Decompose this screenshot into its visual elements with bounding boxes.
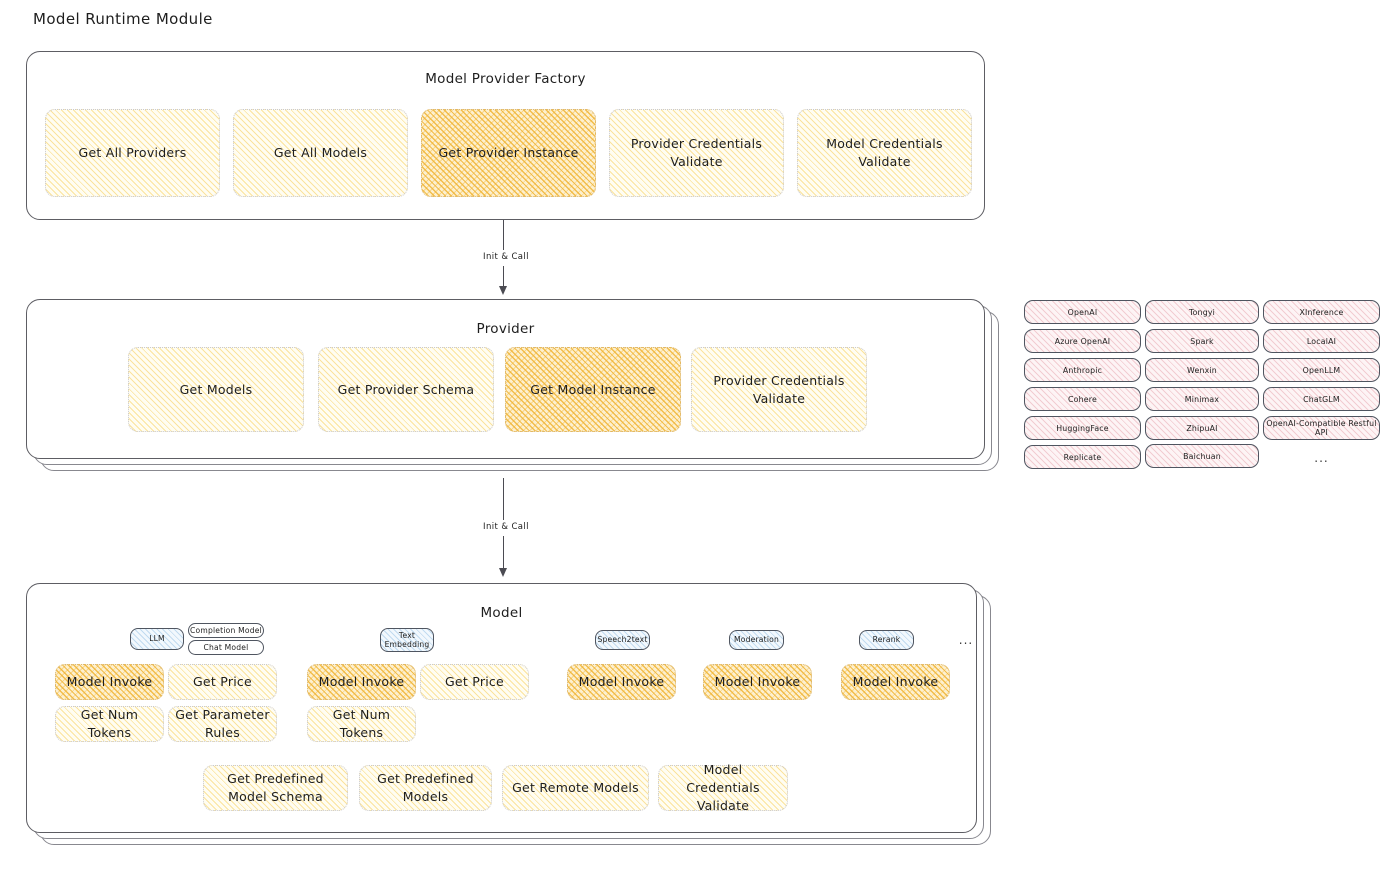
arrow-head-1 — [499, 286, 507, 295]
arrow-factory-to-provider: Init & Call — [467, 220, 545, 296]
arrow-label-init-call-1: Init & Call — [467, 251, 545, 263]
section-title-model: Model — [480, 605, 523, 621]
provider-chip-huggingface[interactable]: HuggingFace — [1024, 416, 1141, 440]
provider-chip-cohere[interactable]: Cohere — [1024, 387, 1141, 411]
badge-moderation[interactable]: Moderation — [729, 630, 784, 650]
node-get-provider-schema[interactable]: Get Provider Schema — [318, 347, 494, 432]
section-title-factory: Model Provider Factory — [425, 71, 586, 87]
badge-chat-model[interactable]: Chat Model — [188, 640, 264, 655]
provider-chip-anthropic[interactable]: Anthropic — [1024, 358, 1141, 382]
page-title: Model Runtime Module — [33, 10, 213, 28]
node-model-credentials-validate[interactable]: Model Credentials Validate — [797, 109, 972, 197]
node-get-models[interactable]: Get Models — [128, 347, 304, 432]
provider-chip-localai[interactable]: LocalAI — [1263, 329, 1380, 353]
node-rerank-model-invoke[interactable]: Model Invoke — [841, 664, 950, 700]
provider-chip-chatglm[interactable]: ChatGLM — [1263, 387, 1380, 411]
node-get-model-instance[interactable]: Get Model Instance — [505, 347, 681, 432]
badge-llm[interactable]: LLM — [130, 628, 184, 650]
node-provider-credentials-validate-2[interactable]: Provider Credentials Validate — [691, 347, 867, 432]
node-llm-model-invoke[interactable]: Model Invoke — [55, 664, 164, 700]
node-llm-get-parameter-rules[interactable]: Get Parameter Rules — [168, 706, 277, 742]
section-model: Model LLM Completion Model Chat Model Mo… — [26, 583, 977, 833]
model-groups-more-indicator: ... — [958, 633, 974, 647]
provider-chip-azure-openai[interactable]: Azure OpenAI — [1024, 329, 1141, 353]
section-title-provider: Provider — [476, 321, 535, 337]
node-get-predefined-model-schema[interactable]: Get Predefined Model Schema — [203, 765, 348, 811]
provider-chip-tongyi[interactable]: Tongyi — [1145, 300, 1259, 324]
node-get-all-models[interactable]: Get All Models — [233, 109, 408, 197]
node-llm-get-price[interactable]: Get Price — [168, 664, 277, 700]
node-moderation-model-invoke[interactable]: Model Invoke — [703, 664, 812, 700]
provider-chip-zhipuai[interactable]: ZhipuAI — [1145, 416, 1259, 440]
node-text-embedding-get-num-tokens[interactable]: Get Num Tokens — [307, 706, 416, 742]
node-get-all-providers[interactable]: Get All Providers — [45, 109, 220, 197]
node-text-embedding-model-invoke[interactable]: Model Invoke — [307, 664, 416, 700]
arrow-head-2 — [499, 568, 507, 577]
provider-list: OpenAI Azure OpenAI Anthropic Cohere Hug… — [1024, 300, 1380, 478]
node-provider-credentials-validate[interactable]: Provider Credentials Validate — [609, 109, 784, 197]
badge-speech2text[interactable]: Speech2text — [595, 630, 650, 650]
provider-chip-openai[interactable]: OpenAI — [1024, 300, 1141, 324]
badge-text-embedding[interactable]: Text Embedding — [380, 628, 434, 652]
provider-chip-replicate[interactable]: Replicate — [1024, 445, 1141, 469]
node-llm-get-num-tokens[interactable]: Get Num Tokens — [55, 706, 164, 742]
badge-rerank[interactable]: Rerank — [859, 630, 914, 650]
node-text-embedding-get-price[interactable]: Get Price — [420, 664, 529, 700]
provider-chip-baichuan[interactable]: Baichuan — [1145, 444, 1259, 468]
provider-chip-openai-compatible[interactable]: OpenAI-Compatible Restful API — [1263, 416, 1380, 440]
provider-chip-spark[interactable]: Spark — [1145, 329, 1259, 353]
arrow-label-init-call-2: Init & Call — [467, 521, 545, 533]
section-model-provider-factory: Model Provider Factory Get All Providers… — [26, 51, 985, 220]
provider-chip-xinference[interactable]: XInference — [1263, 300, 1380, 324]
provider-chip-minimax[interactable]: Minimax — [1145, 387, 1259, 411]
provider-chip-openllm[interactable]: OpenLLM — [1263, 358, 1380, 382]
badge-completion-model[interactable]: Completion Model — [188, 623, 264, 638]
provider-list-more-indicator: ... — [1314, 451, 1329, 465]
node-get-predefined-models[interactable]: Get Predefined Models — [359, 765, 492, 811]
arrow-provider-to-model: Init & Call — [467, 478, 545, 578]
node-speech2text-model-invoke[interactable]: Model Invoke — [567, 664, 676, 700]
node-get-provider-instance[interactable]: Get Provider Instance — [421, 109, 596, 197]
node-get-remote-models[interactable]: Get Remote Models — [502, 765, 649, 811]
node-model-credentials-validate-2[interactable]: Model Credentials Validate — [658, 762, 788, 813]
section-provider: Provider Get Models Get Provider Schema … — [26, 299, 985, 459]
provider-chip-wenxin[interactable]: Wenxin — [1145, 358, 1259, 382]
